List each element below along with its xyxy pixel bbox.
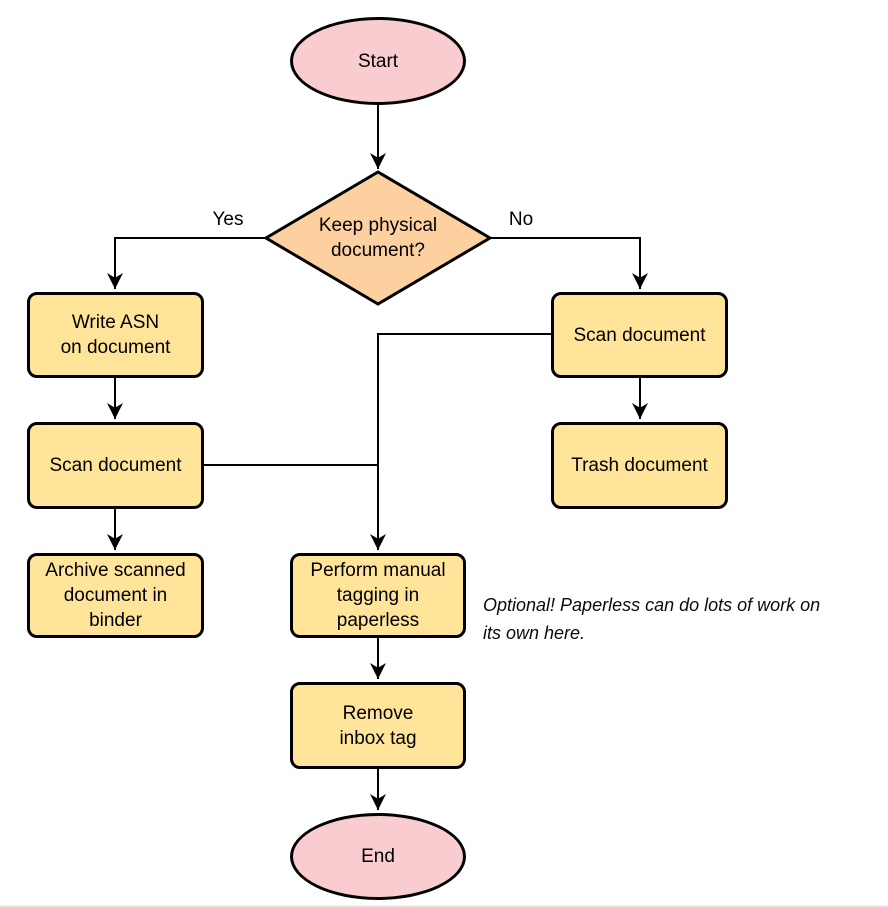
node-start-label: Start <box>357 50 399 72</box>
page-bottom-edge <box>0 905 888 907</box>
edge-decision-no-to-scan-right <box>490 237 648 289</box>
optional-note: Optional! Paperless can do lots of work … <box>483 595 821 643</box>
node-scan-document-right: Scan document <box>551 292 728 378</box>
node-archive-scanned-document-label: Archive scanned document in binder <box>45 560 186 631</box>
node-write-asn: Write ASN on document <box>27 292 204 378</box>
edge-label-yes: Yes <box>212 209 244 230</box>
node-decision-shape <box>263 170 493 306</box>
edge-scan-right-to-tagging <box>370 333 551 550</box>
node-archive-scanned-document: Archive scanned document in binder <box>27 553 204 638</box>
node-scan-document-left: Scan document <box>27 422 204 509</box>
node-scan-document-left-label: Scan document <box>49 455 182 476</box>
node-trash-document-label: Trash document <box>571 455 708 476</box>
edge-label-no: No <box>508 209 534 230</box>
node-manual-tagging-label: Perform manual tagging in paperless <box>310 560 446 631</box>
node-manual-tagging: Perform manual tagging in paperless <box>290 553 466 638</box>
node-remove-inbox-tag-label: Remove inbox tag <box>339 702 417 749</box>
node-remove-inbox-tag: Remove inbox tag <box>290 682 466 769</box>
node-end-label: End <box>361 846 395 867</box>
node-decision-label: Keep physical document? <box>318 215 438 261</box>
node-write-asn-label: Write ASN on document <box>60 312 171 358</box>
edge-decision-yes-to-write-asn <box>107 237 266 289</box>
node-scan-document-right-label: Scan document <box>573 324 706 346</box>
node-trash-document: Trash document <box>551 422 728 509</box>
node-end: End <box>290 813 466 900</box>
node-start: Start <box>290 17 466 105</box>
